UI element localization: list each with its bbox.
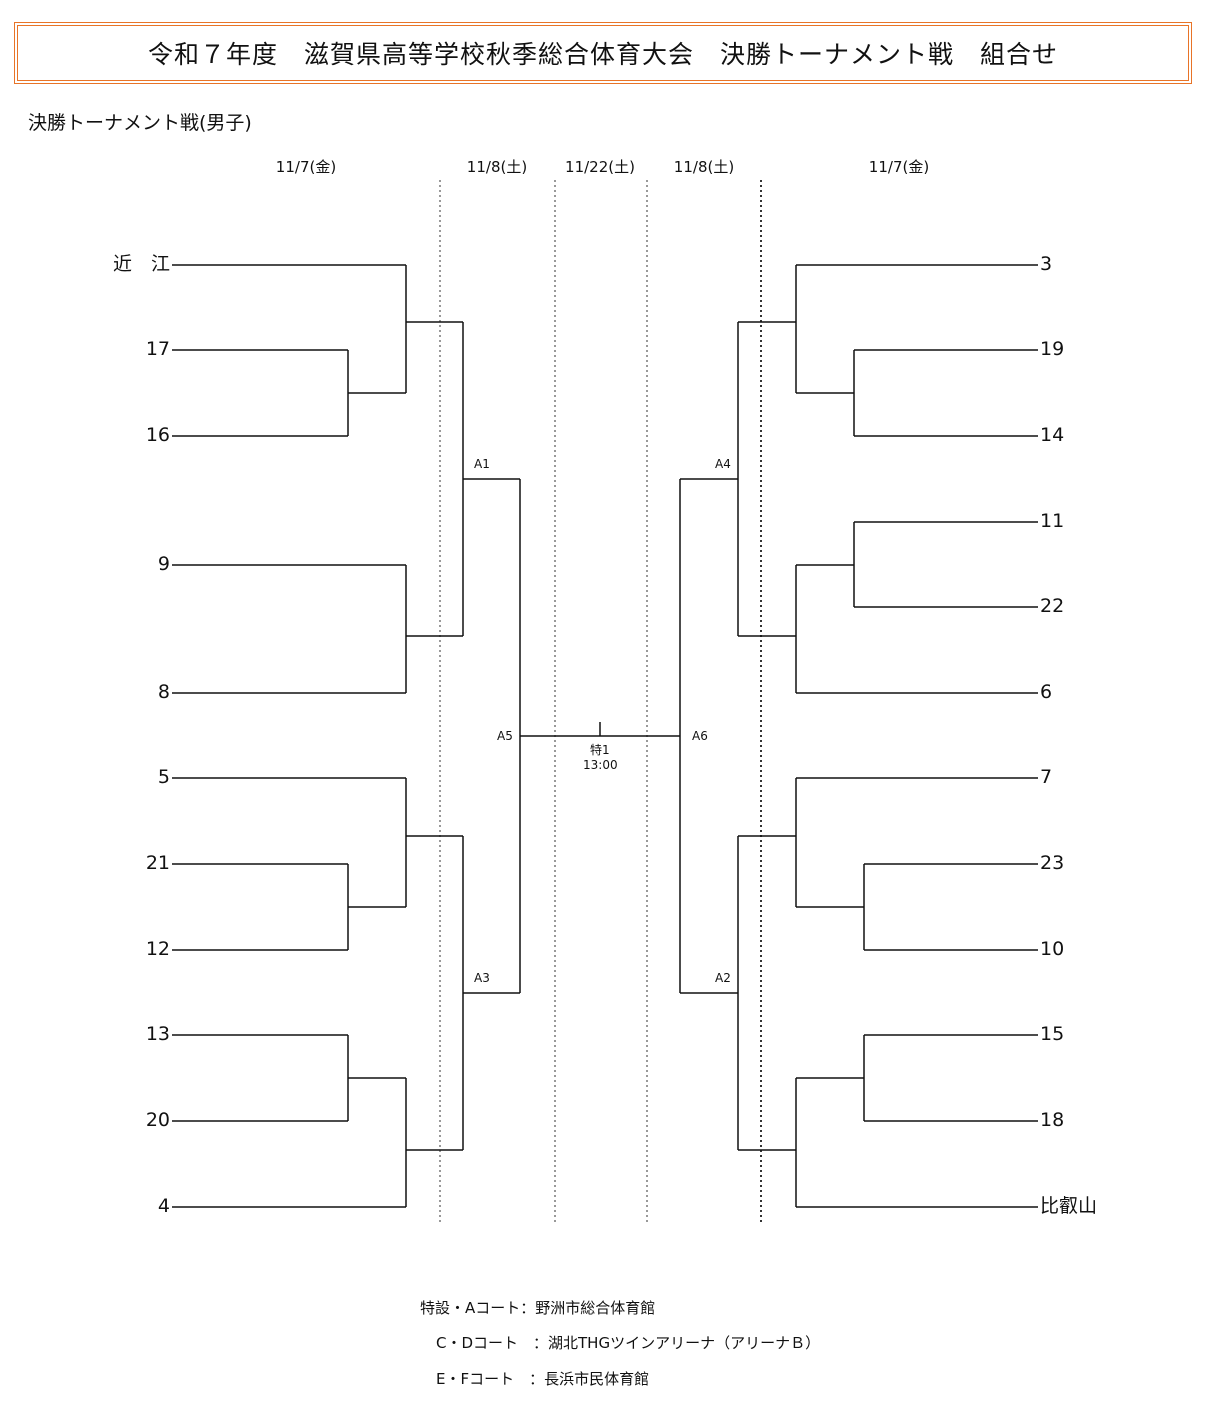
match-label-a6: A6: [692, 729, 708, 743]
team-right: 3: [1040, 253, 1053, 275]
section-title: 決勝トーナメント戦(男子): [28, 112, 252, 134]
team-left: 13: [145, 1023, 170, 1045]
match-label-a4: A4: [715, 457, 731, 471]
team-left: 5: [157, 766, 170, 788]
team-right: 19: [1040, 338, 1065, 360]
team-left: 21: [145, 852, 170, 874]
match-label-a1: A1: [474, 457, 490, 471]
team-left: 4: [157, 1195, 170, 1217]
team-left: 17: [145, 338, 170, 360]
team-left: 近 江: [112, 253, 170, 275]
final-match-label: 特1: [590, 743, 610, 757]
team-right: 23: [1040, 852, 1065, 874]
match-label-a3: A3: [474, 971, 490, 985]
team-right: 7: [1040, 766, 1053, 788]
date-right-round1: 11/7(金): [868, 158, 930, 176]
venue-line-3: E・Fコート ：長浜市民体育館: [436, 1370, 650, 1388]
title-box: 令和７年度 滋賀県高等学校秋季総合体育大会 決勝トーナメント戦 組合せ: [14, 22, 1192, 84]
final-match-time: 13:00: [583, 758, 618, 772]
match-label-a2: A2: [715, 971, 731, 985]
team-left: 8: [157, 681, 170, 703]
date-final: 11/22(土): [565, 158, 635, 176]
date-left-round1: 11/7(金): [275, 158, 337, 176]
team-left: 9: [157, 553, 170, 575]
team-right: 比叡山: [1040, 1195, 1098, 1217]
team-right: 11: [1040, 510, 1065, 532]
team-right: 6: [1040, 681, 1053, 703]
date-right-round2: 11/8(土): [673, 158, 735, 176]
team-left: 16: [145, 424, 170, 446]
team-right: 15: [1040, 1023, 1065, 1045]
page-title: 令和７年度 滋賀県高等学校秋季総合体育大会 決勝トーナメント戦 組合せ: [147, 40, 1058, 69]
team-right: 22: [1040, 595, 1065, 617]
team-left: 12: [145, 938, 170, 960]
venue-line-1: 特設・Aコート：野洲市総合体育館: [420, 1299, 656, 1317]
venue-line-2: C・Dコート ：湖北THGツインアリーナ（アリーナＢ）: [436, 1334, 821, 1352]
date-left-round2: 11/8(土): [466, 158, 528, 176]
team-left: 20: [145, 1109, 170, 1131]
match-label-a5: A5: [497, 729, 513, 743]
team-right: 14: [1040, 424, 1065, 446]
team-right: 10: [1040, 938, 1065, 960]
team-right: 18: [1040, 1109, 1065, 1131]
